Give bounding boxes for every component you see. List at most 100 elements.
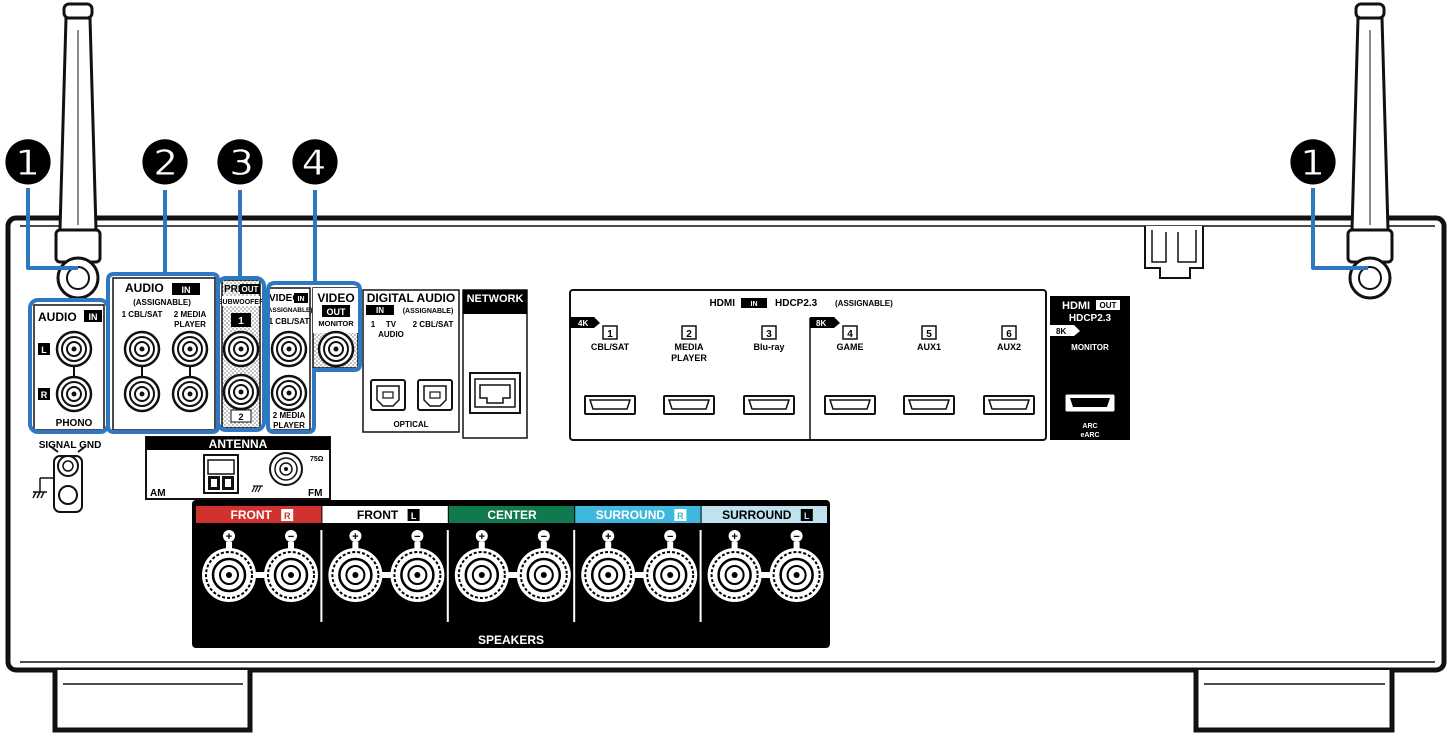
phono-right-jack[interactable] — [55, 375, 93, 413]
speaker-terminal-minus[interactable]: − — [264, 530, 318, 602]
hdmi-8k-label: 8K — [816, 319, 826, 328]
minus-sign: − — [793, 531, 799, 543]
minus-sign-icon — [285, 530, 297, 542]
hdmi-out-title: HDMI — [1062, 300, 1090, 312]
speaker-channel-3: CENTER+ − — [448, 506, 575, 602]
signal-gnd-terminal[interactable] — [49, 445, 87, 513]
signal-gnd-label: SIGNAL GND — [39, 440, 102, 451]
speaker-terminal-plus[interactable]: + — [202, 530, 256, 602]
hdmi-port-number: 3 — [766, 329, 772, 340]
hdmi-connector-slot — [828, 399, 872, 410]
audio-in-cblsat-r-jack[interactable] — [123, 375, 161, 413]
fm-antenna-jack[interactable] — [269, 452, 303, 486]
power-inlet-icon — [1144, 226, 1204, 279]
callout-lines — [26, 188, 1368, 434]
audio-in-cblsat-l-jack[interactable] — [123, 330, 161, 368]
digital-audio-badge: IN — [376, 306, 384, 315]
digital-audio-assignable-label: (ASSIGNABLE) — [403, 308, 454, 315]
minus-sign-icon — [790, 530, 803, 542]
phono-right-label: R — [41, 390, 48, 400]
speaker-terminal-minus[interactable]: − — [516, 530, 571, 602]
speaker-channel-badge: L — [804, 511, 810, 521]
hdmi-connector-slot — [987, 399, 1031, 410]
hdmi-port-number-box — [681, 325, 697, 340]
audio-in-title: AUDIO — [125, 281, 164, 295]
left-foot — [52, 670, 253, 733]
antenna-am-label: AM — [150, 488, 166, 499]
hdmi-out-monitor-port[interactable] — [1065, 394, 1115, 412]
hdmi-out-hdcp-label: HDCP2.3 — [1069, 313, 1112, 324]
phono-left-jack[interactable] — [55, 330, 93, 368]
speaker-channel-badge-box — [281, 509, 294, 521]
speaker-channel-badge-box — [407, 509, 420, 521]
optical-tv-audio-jack[interactable] — [370, 379, 406, 411]
hdmi-connector-slot — [907, 399, 951, 410]
video-in-title: VIDEO — [269, 293, 300, 304]
digital-audio-title: DIGITAL AUDIO — [367, 291, 455, 305]
ground-symbol-icon — [32, 477, 54, 499]
callout-1-left: ❶ — [2, 131, 54, 196]
hdmi-4k-label: 4K — [578, 319, 588, 328]
hdmi-out-monitor-label: MONITOR — [1071, 343, 1109, 352]
audio-in-ch2-label-a: 2 MEDIA — [174, 310, 207, 319]
optical-cblsat-jack[interactable] — [417, 379, 453, 411]
hdmi-out-badge: OUT — [1100, 301, 1117, 310]
speaker-channel-name: SURROUND — [596, 508, 666, 522]
network-label: NETWORK — [467, 293, 524, 305]
speaker-channel-color-bar — [701, 506, 827, 523]
speaker-terminal-minus[interactable]: − — [390, 530, 445, 602]
network-ethernet-port[interactable] — [469, 372, 521, 414]
speaker-terminal-minus[interactable]: − — [643, 530, 698, 602]
plus-sign-icon — [223, 530, 235, 542]
pre-out-title: PRE — [224, 284, 245, 295]
callout-4: ❹ — [289, 131, 341, 196]
video-in-ch2-label-b: PLAYER — [273, 421, 305, 430]
hdmi-port-number: 1 — [607, 329, 613, 340]
antenna-fm-label: FM — [308, 488, 322, 499]
speaker-terminal-minus[interactable]: − — [769, 530, 824, 602]
speaker-terminal-plus[interactable]: + — [328, 530, 383, 602]
speaker-channel-name: CENTER — [487, 508, 537, 522]
minus-sign: − — [414, 531, 420, 543]
speaker-terminal-plus[interactable]: + — [707, 530, 762, 602]
video-out-monitor-jack[interactable] — [317, 330, 355, 368]
subwoofer-1-jack[interactable] — [222, 330, 260, 368]
video-in-assignable-label: (ASSIGNABLE) — [266, 307, 313, 314]
subwoofer-2-jack[interactable] — [222, 373, 260, 411]
optical-label: OPTICAL — [393, 420, 428, 429]
speaker-terminal-plus[interactable]: + — [454, 530, 509, 602]
video-in-ch1-label: 1 CBL/SAT — [269, 317, 310, 326]
hdmi-in-badge: IN — [751, 301, 758, 308]
hdmi-port-label: GAME — [837, 342, 864, 352]
optical-ch2-label: 2 CBL/SAT — [413, 320, 454, 329]
audio-in-media-r-jack[interactable] — [171, 375, 209, 413]
hdmi-port-label: Blu-ray — [753, 342, 784, 352]
plus-sign: + — [605, 531, 611, 543]
am-antenna-terminal[interactable] — [203, 454, 239, 494]
optical-ch1-num: 1 — [371, 320, 376, 329]
right-antenna — [1346, 2, 1394, 300]
speaker-terminal-plus[interactable]: + — [581, 530, 636, 602]
hdmi-port-number-box — [761, 325, 777, 340]
optical-ch1-label-b: AUDIO — [378, 330, 404, 339]
video-in-media-jack[interactable] — [270, 374, 308, 412]
left-antenna — [54, 2, 102, 300]
hdmi-out-earc-label: eARC — [1080, 432, 1099, 439]
audio-in-media-l-jack[interactable] — [171, 330, 209, 368]
hdmi-port-number: 4 — [847, 329, 853, 340]
hdmi-port-number: 6 — [1006, 329, 1012, 340]
hdmi-port-number-box — [1001, 325, 1017, 340]
phono-badge: IN — [89, 312, 98, 322]
audio-in-assignable-label: (ASSIGNABLE) — [133, 298, 191, 307]
video-in-cblsat-jack[interactable] — [270, 330, 308, 368]
callout-1-right: ❶ — [1287, 131, 1339, 196]
plus-sign: + — [479, 531, 485, 543]
phono-title: AUDIO — [38, 310, 77, 324]
